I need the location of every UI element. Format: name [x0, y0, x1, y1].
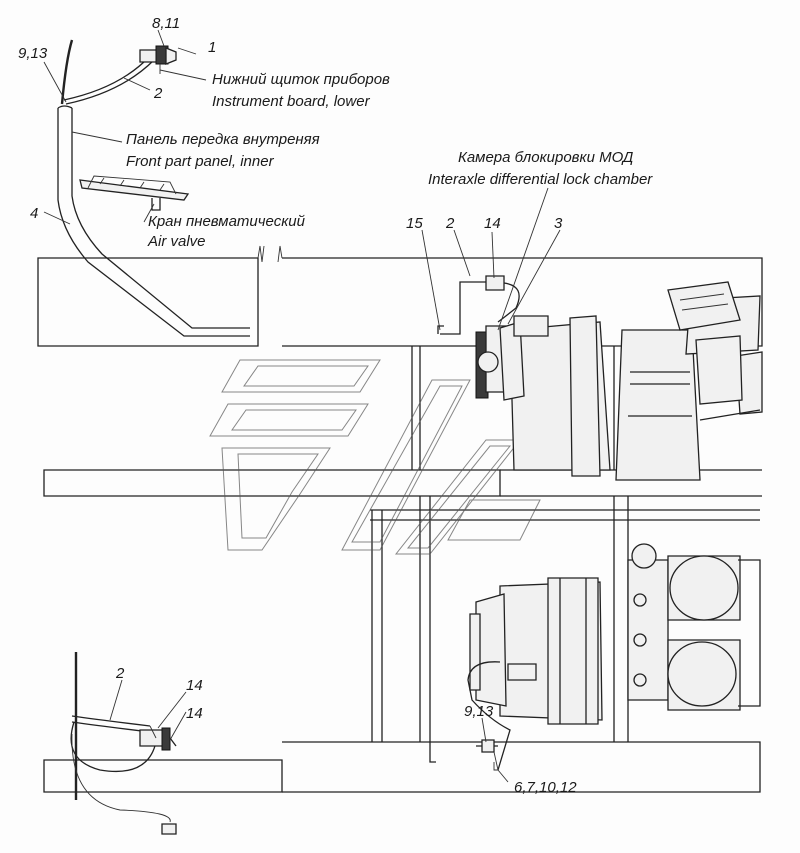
- callout-2-top: 2: [153, 85, 163, 102]
- callout-1: 1: [208, 39, 216, 56]
- label-front-panel-ru: Панель передка внутреняя: [126, 131, 320, 148]
- label-air-valve-ru: Кран пневматический: [148, 213, 306, 230]
- label-air-valve-en: Air valve: [147, 233, 206, 250]
- label-lock-chamber-ru: Камера блокировки МОД: [458, 149, 634, 166]
- label-instrument-board-en: Instrument board, lower: [212, 93, 371, 110]
- callout-14-mid: 14: [484, 215, 501, 232]
- callout-4: 4: [30, 205, 38, 222]
- leader-lines-lower-right: [481, 717, 509, 783]
- watermark-logo: [209, 359, 541, 555]
- lower-left-assembly: [70, 652, 177, 835]
- instrument-board-fitting: [139, 45, 177, 74]
- label-front-panel-en: Front part panel, inner: [126, 153, 275, 170]
- front-panel-inner: [57, 105, 250, 337]
- callout-8-11: 8,11: [152, 15, 180, 32]
- callout-14-a: 14: [186, 677, 203, 694]
- transmission-unit-upper: [509, 281, 763, 481]
- callout-9-13-top: 9,13: [18, 45, 48, 62]
- leader-lines-upper-right: [421, 187, 561, 331]
- lower-right-pipe: [429, 661, 511, 771]
- transmission-unit-lower: [469, 543, 761, 725]
- callout-3: 3: [554, 215, 563, 232]
- air-valve-bracket: [79, 175, 190, 211]
- callout-15: 15: [406, 215, 423, 232]
- lock-chamber-flange: [475, 315, 549, 401]
- callout-9-13-bottom: 9,13: [464, 703, 494, 720]
- frame-rail-lower: [43, 741, 761, 793]
- callout-2-mid: 2: [445, 215, 455, 232]
- callout-6-7-10-12: 6,7,10,12: [514, 779, 577, 796]
- leader-lines-lower-left: [109, 679, 187, 741]
- callout-14-b: 14: [186, 705, 203, 722]
- label-instrument-board-ru: Нижний щиток приборов: [212, 71, 390, 88]
- callout-2-bottom: 2: [115, 665, 125, 682]
- leader-lines-upper-left: [43, 29, 207, 225]
- lock-chamber-pipe: [437, 275, 520, 335]
- label-lock-chamber-en: Interaxle differential lock chamber: [428, 171, 653, 188]
